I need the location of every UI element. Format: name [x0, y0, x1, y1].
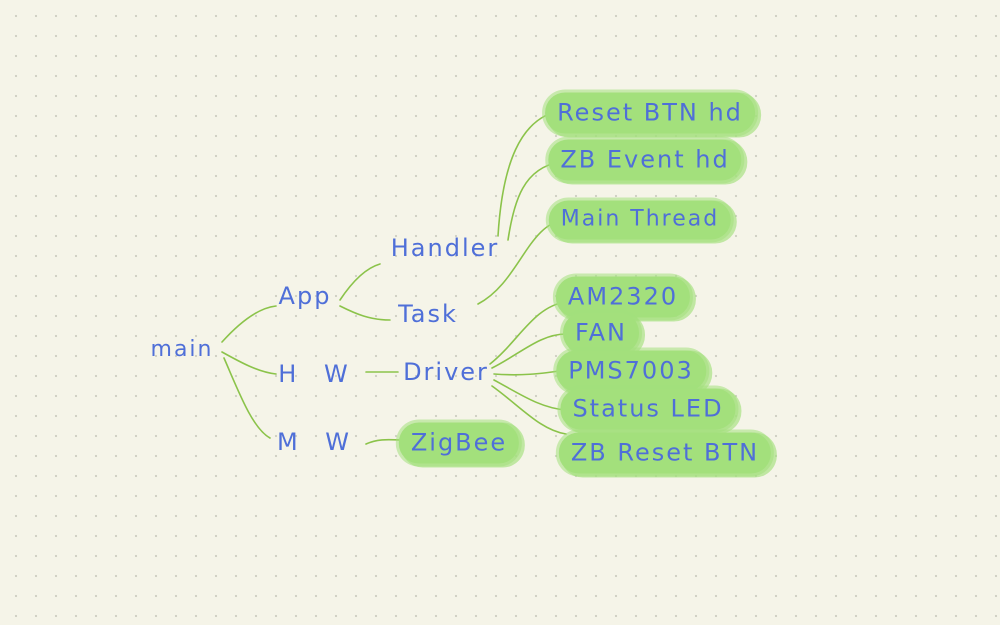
edge-app-handler	[339, 263, 381, 301]
edge-driver-fan	[491, 333, 567, 369]
node-hw: H W	[278, 360, 358, 388]
node-zb-reset-btn: ZB Reset BTN	[558, 432, 772, 474]
node-reset-btn-hd: Reset BTN hd	[545, 92, 755, 134]
node-pms7003: PMS7003	[556, 350, 706, 392]
node-app: App	[278, 282, 332, 310]
edge-main-mw	[223, 357, 271, 439]
node-status-led: Status LED	[560, 388, 736, 430]
node-handler: Handler	[390, 234, 500, 262]
node-mw: M W	[276, 428, 360, 456]
edge-driver-zbreset	[491, 385, 567, 435]
edge-driver-led	[493, 379, 567, 411]
edge-main-app	[221, 305, 277, 343]
node-am2320: AM2320	[555, 276, 691, 318]
edge-driver-am2320	[489, 301, 567, 365]
node-task: Task	[398, 300, 458, 328]
edge-mw-zigbee	[365, 438, 401, 445]
edge-main-hw	[221, 351, 277, 375]
edge-app-task	[339, 305, 391, 321]
node-main-thread: Main Thread	[548, 200, 732, 240]
node-driver: Driver	[403, 358, 489, 386]
node-zb-event-hd: ZB Event hd	[548, 139, 742, 181]
node-fan: FAN	[563, 312, 639, 354]
node-main: main	[150, 337, 214, 362]
edge-driver-pms	[493, 369, 567, 376]
node-zigbee: ZigBee	[398, 422, 520, 464]
